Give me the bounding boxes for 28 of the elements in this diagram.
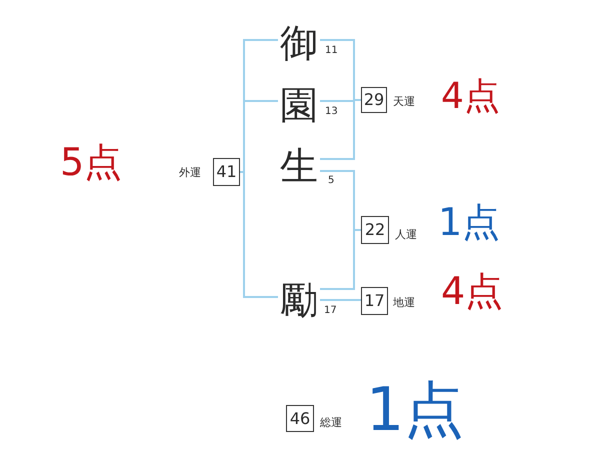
number-box: 46 (286, 405, 314, 432)
score: 4点 (441, 79, 500, 115)
score: 1点 (438, 203, 500, 241)
bracket-line (240, 171, 278, 298)
bracket-line (320, 299, 361, 301)
score: 1点 (366, 380, 464, 440)
bracket-line (320, 99, 361, 160)
number-box: 22 (361, 216, 389, 244)
name-character: 生 (278, 145, 320, 187)
score: 4点 (441, 272, 504, 310)
number-box: 41 (213, 158, 240, 186)
stroke-count: 5 (328, 176, 334, 186)
score: 5点 (60, 143, 122, 181)
fortune-label: 外運 (179, 167, 201, 178)
stroke-count: 11 (325, 46, 338, 56)
number-box: 29 (361, 87, 387, 113)
bracket-line (240, 100, 278, 173)
fortune-label: 総運 (320, 417, 342, 428)
stroke-count: 17 (324, 306, 337, 316)
fortune-label: 天運 (393, 96, 415, 107)
stroke-count: 13 (325, 107, 338, 117)
bracket-line (320, 229, 361, 290)
name-character: 勵 (278, 279, 320, 321)
fortune-label: 人運 (395, 229, 417, 240)
fortune-label: 地運 (393, 297, 415, 308)
name-character: 御 (278, 22, 320, 64)
number-box: 17 (361, 287, 388, 315)
name-character: 園 (278, 84, 320, 126)
